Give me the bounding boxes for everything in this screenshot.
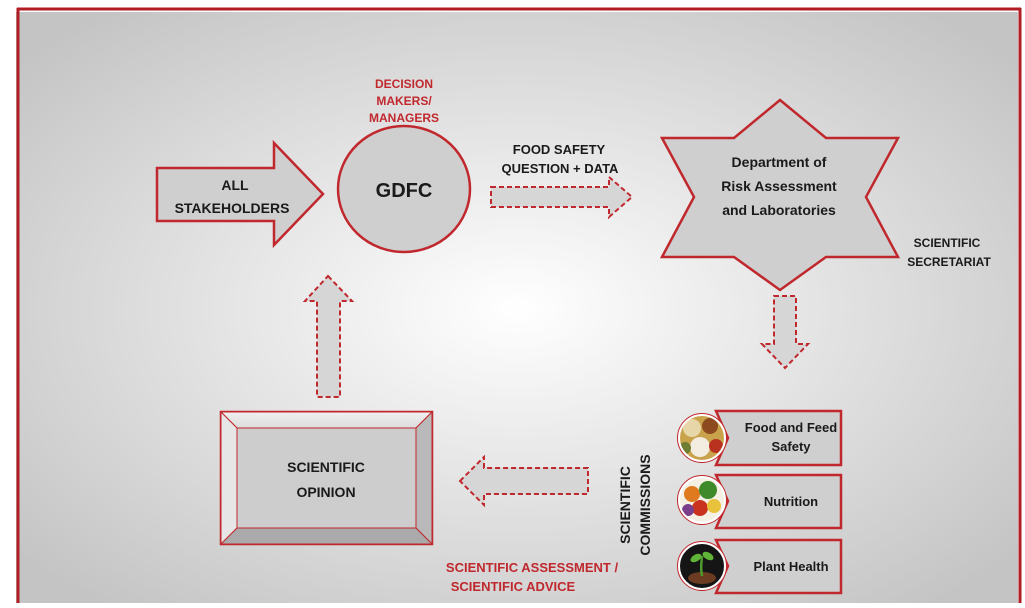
commissions-title: SCIENTIFIC COMMISSIONS <box>617 454 653 555</box>
opinion-line2: OPINION <box>296 484 355 500</box>
stakeholders-arrow: ALL STAKEHOLDERS <box>155 139 325 249</box>
question-line2: QUESTION + DATA <box>502 161 619 176</box>
commission-plant-health: Plant Health <box>677 538 843 595</box>
commission-label: Plant Health <box>753 559 828 574</box>
dashed-arrow-to-opinion <box>458 454 589 508</box>
secretariat-line2: SECRETARIAT <box>907 255 991 269</box>
decision-makers-line1: DECISION <box>375 77 433 91</box>
assessment-line1: SCIENTIFIC ASSESSMENT / <box>446 560 619 575</box>
department-star: Department of Risk Assessment and Labora… <box>659 98 901 292</box>
assessment-label: SCIENTIFIC ASSESSMENT / SCIENTIFIC ADVIC… <box>446 560 619 594</box>
secretariat-label: SCIENTIFIC SECRETARIAT <box>907 236 991 269</box>
dashed-arrow-to-department <box>490 174 634 220</box>
assessment-line2: SCIENTIFIC ADVICE <box>451 579 576 594</box>
dashed-arrow-to-gdfc <box>302 274 355 398</box>
commission-nutrition: Nutrition <box>677 473 843 530</box>
panel-background <box>16 12 1018 605</box>
commission-food-feed-safety: Food and Feed Safety <box>677 409 843 467</box>
commission-label-line2: Safety <box>771 439 811 454</box>
decision-makers-label: DECISION MAKERS/ MANAGERS <box>369 77 439 125</box>
department-line2: Risk Assessment <box>721 178 837 194</box>
plant-icon <box>679 543 725 589</box>
gdfc-node: GDFC <box>336 124 472 254</box>
decision-makers-line3: MANAGERS <box>369 111 439 125</box>
question-line1: FOOD SAFETY <box>513 142 606 157</box>
food-icon <box>679 415 725 461</box>
opinion-line1: SCIENTIFIC <box>287 459 365 475</box>
opinion-box: SCIENTIFIC OPINION <box>219 410 434 546</box>
commissions-title-line2: COMMISSIONS <box>637 454 653 555</box>
commission-label-line1: Food and Feed <box>745 420 838 435</box>
dashed-arrow-to-commissions <box>759 295 811 370</box>
department-line1: Department of <box>732 154 827 170</box>
secretariat-line1: SCIENTIFIC <box>914 236 981 250</box>
question-label: FOOD SAFETY QUESTION + DATA <box>502 142 619 176</box>
department-line3: and Laboratories <box>722 202 836 218</box>
commissions-title-line1: SCIENTIFIC <box>617 466 633 544</box>
stakeholders-label-line2: STAKEHOLDERS <box>175 200 290 216</box>
stakeholders-label-line1: ALL <box>221 177 249 193</box>
gdfc-label: GDFC <box>376 180 433 202</box>
commission-label: Nutrition <box>764 494 818 509</box>
vegetables-icon <box>679 477 725 523</box>
decision-makers-line2: MAKERS/ <box>376 94 432 108</box>
